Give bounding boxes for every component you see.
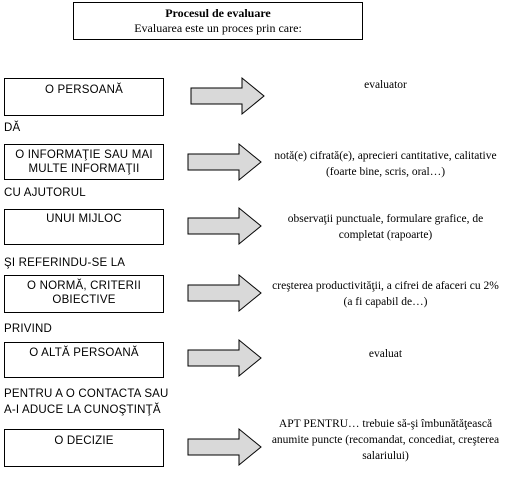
arrow-icon (187, 273, 262, 313)
result-productivitate: creşterea productivităţii, a cifrei de a… (272, 280, 499, 308)
arrow-icon (190, 76, 265, 116)
result-evaluat: evaluat (368, 348, 403, 360)
box-decizie-label: O DECIZIE (54, 435, 114, 447)
box-mijloc: UNUI MIJLOC (4, 209, 164, 245)
box-norma-line1: O NORMĂ, CRITERII (27, 280, 141, 292)
box-norma: O NORMĂ, CRITERII OBIECTIVE (4, 275, 164, 313)
arrow-icon (187, 206, 262, 246)
box-alta-persoana-label: O ALTĂ PERSOANĂ (29, 347, 139, 359)
box-decizie: O DECIZIE (4, 429, 164, 467)
connector-pentru: PENTRU A O CONTACTA SAU A-I ADUCE LA CUN… (4, 388, 169, 416)
result-evaluator: evaluator (364, 79, 407, 91)
box-informatie-line1: O INFORMAŢIE SAU MAI (15, 149, 153, 161)
box-mijloc-label: UNUI MIJLOC (46, 213, 122, 225)
diagram-subtitle: Evaluarea este un proces prin care: (134, 21, 302, 35)
box-persoana: O PERSOANĂ (4, 78, 164, 116)
result-note: notă(e) cifrată(e), aprecieri cantitativ… (274, 150, 497, 178)
box-informatie-line2: MULTE INFORMAŢII (28, 163, 140, 175)
connector-privind: PRIVIND (4, 323, 53, 335)
diagram-title: Procesul de evaluare (165, 6, 271, 20)
box-informatie: O INFORMAŢIE SAU MAI MULTE INFORMAŢII (4, 144, 164, 180)
arrow-icon (187, 142, 262, 182)
title-box: Procesul de evaluare Evaluarea este un p… (73, 2, 363, 40)
result-decizie: APT PENTRU… trebuie să-şi îmbunătăţească… (271, 418, 500, 462)
arrow-icon (187, 427, 262, 467)
box-alta-persoana: O ALTĂ PERSOANĂ (4, 342, 164, 378)
box-persoana-label: O PERSOANĂ (44, 84, 124, 96)
result-observatii: observaţii punctuale, formulare grafice,… (287, 213, 484, 241)
box-norma-line2: OBIECTIVE (52, 294, 116, 306)
arrow-icon (187, 338, 262, 378)
connector-cu-ajutorul: CU AJUTORUL (4, 187, 86, 199)
connector-referindu: ŞI REFERINDU-SE LA (4, 257, 126, 269)
connector-da: DĂ (4, 122, 21, 134)
